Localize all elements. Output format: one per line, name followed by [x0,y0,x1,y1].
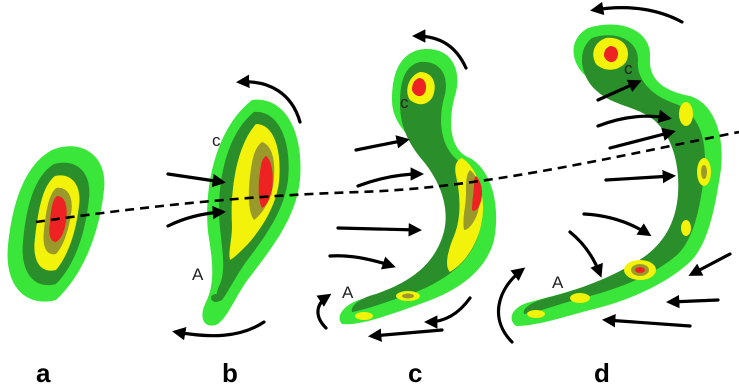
panel-label-c: c [408,358,422,388]
panel-d-marker-c: c [624,59,633,78]
panel-d-echo [511,24,722,327]
panel-label-b: b [222,358,238,388]
panel-c-marker-A: A [342,283,354,302]
panel-c-marker-c: c [400,93,409,112]
panel-b-echo [202,99,301,326]
panel-c-echo [339,49,497,325]
panel-b-marker-A: A [192,265,204,284]
panel-d-marker-A: A [552,273,564,292]
wind-arrows [166,1,732,344]
storm-track-dashed-line [35,130,739,224]
panel-label-a: a [36,358,51,388]
panel-b-marker-c: c [212,131,221,150]
panel-label-d: d [594,358,610,388]
panel-a-echo [7,146,105,302]
